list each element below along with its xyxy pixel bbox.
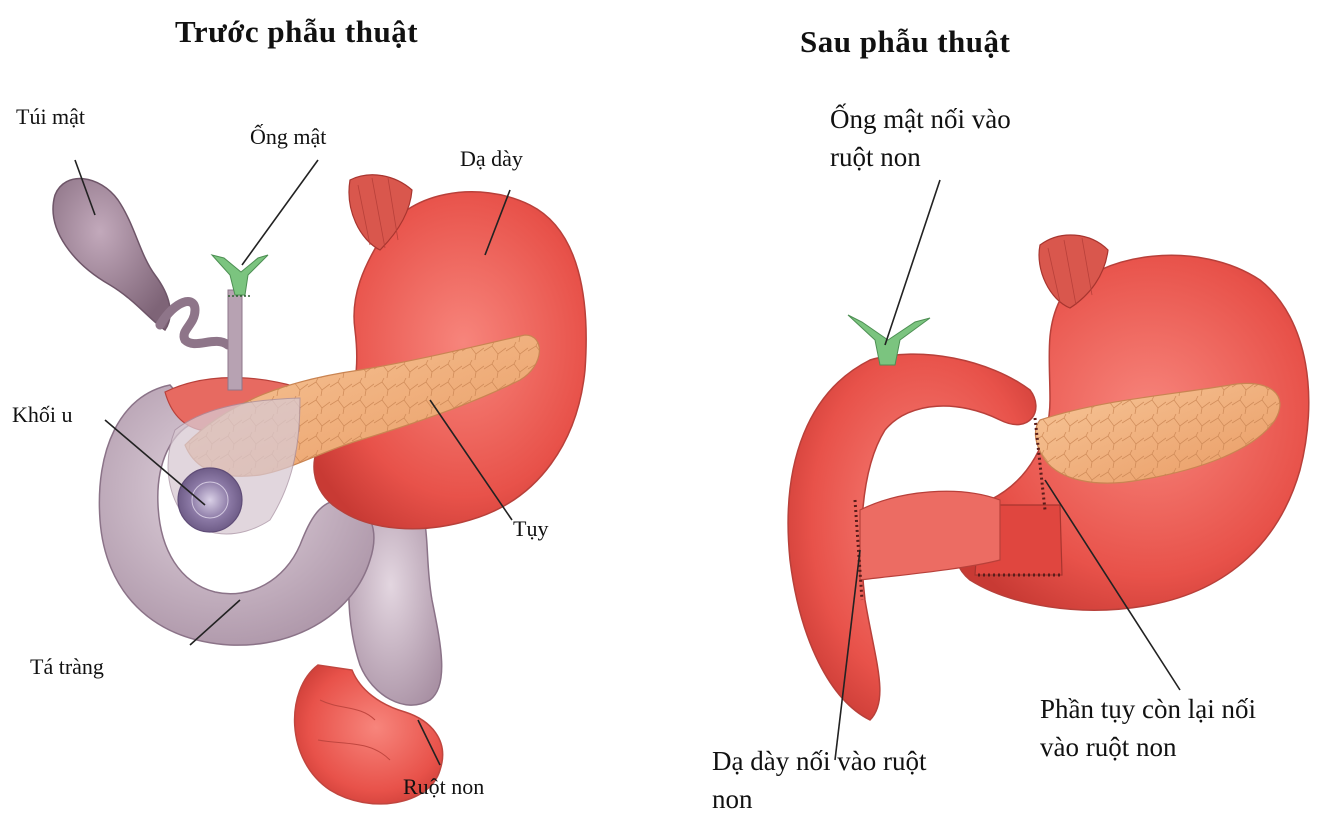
label-stomach-join: Dạ dày nối vào ruột non: [712, 742, 926, 818]
label-gallbladder: Túi mật: [16, 100, 85, 134]
label-small-intestine: Ruột non: [403, 770, 484, 804]
label-tumor: Khối u: [12, 398, 73, 432]
label-pancreas: Tụy: [513, 512, 548, 546]
leader-bile-duct: [242, 160, 318, 265]
label-pancreas-join: Phần tụy còn lại nối vào ruột non: [1040, 690, 1256, 766]
cystic-duct-before: [160, 302, 228, 345]
before-title: Trước phẫu thuật: [175, 14, 418, 50]
leader-bile-duct-join: [885, 180, 940, 345]
label-stomach: Dạ dày: [460, 142, 523, 176]
tumor-before: [178, 468, 242, 532]
label-bile-duct-join: Ống mật nối vào ruột non: [830, 100, 1011, 176]
gallbladder-before: [53, 179, 170, 330]
label-bile-duct: Ống mật: [250, 120, 326, 154]
before-illustration: [53, 175, 586, 804]
label-duodenum: Tá tràng: [30, 650, 104, 684]
bile-duct-before: [228, 290, 242, 390]
after-title: Sau phẫu thuật: [800, 24, 1010, 60]
after-illustration: [788, 235, 1309, 720]
hepatic-duct-before: [212, 255, 268, 295]
